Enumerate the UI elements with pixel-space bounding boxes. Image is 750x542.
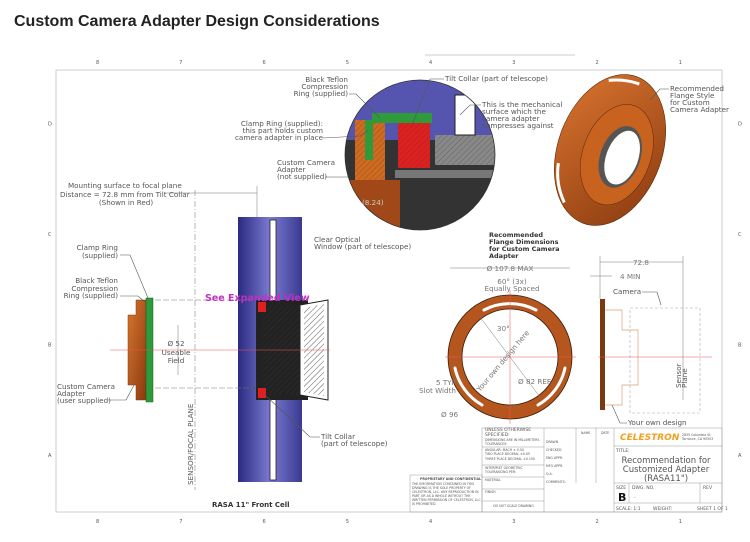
- appr-0: DRAWN: [546, 440, 559, 444]
- zone-column-3: 3: [512, 519, 515, 525]
- slot-spacing: 60° (3x)Equally Spaced: [484, 277, 539, 293]
- zone-column-1: 1: [679, 60, 682, 66]
- company-logo: CELESTRON: [620, 433, 680, 443]
- tol-4: THREE PLACE DECIMAL ±0.100: [485, 456, 535, 461]
- appr-5: COMMENTS:: [546, 480, 566, 484]
- zone-column-5: 5: [346, 60, 349, 66]
- zone-column-4: 4: [429, 60, 432, 66]
- title-block: [409, 427, 723, 513]
- tol-8: DO NOT SCALE DRAWING: [493, 504, 534, 508]
- angle-dim: 30°: [497, 324, 510, 333]
- own-design-label: Your own design: [627, 418, 687, 427]
- appr-4: Q.A.: [546, 472, 553, 476]
- zone-row-C: C: [738, 232, 742, 238]
- flange-3d-render: [554, 74, 666, 226]
- front-cell-caption: RASA 11" Front Cell: [212, 501, 290, 509]
- zone-column-1: 1: [679, 519, 682, 525]
- proprietary-title: PROPRIETARY AND CONFIDENTIAL: [420, 477, 481, 481]
- tol-2: ANGULAR: MACH ± 0.50: [485, 448, 524, 452]
- tol-7: FINISH: [485, 490, 496, 494]
- length-dim: 72.8: [633, 258, 649, 267]
- sensor-plane-side: SensorPlane: [674, 363, 689, 388]
- appr-3: MFG APPR.: [546, 464, 563, 468]
- appr-2: ENG APPR.: [546, 456, 563, 460]
- zone-column-8: 8: [96, 519, 99, 525]
- detail-dimension: (8.24): [362, 198, 384, 207]
- camera-label: Camera: [613, 287, 641, 296]
- zone-row-B: B: [48, 342, 52, 348]
- expanded-detail-view: [345, 80, 495, 230]
- drawing-frame: [55, 69, 723, 513]
- zone-column-2: 2: [596, 60, 599, 66]
- zone-row-B: B: [738, 342, 742, 348]
- flange-front-view: [445, 267, 576, 424]
- flange-side-view: [590, 256, 712, 414]
- size-value: B: [618, 491, 626, 504]
- clamp-ring-label: Clamp Ring(supplied): [77, 243, 119, 260]
- tilt-collar-label: Tilt Collar(part of telescope): [320, 432, 388, 448]
- zone-row-D: D: [48, 121, 52, 127]
- zone-column-6: 6: [263, 60, 266, 66]
- zone-column-2: 2: [596, 519, 599, 525]
- size-label: SIZE: [616, 485, 626, 491]
- zone-column-4: 4: [429, 519, 432, 525]
- col-name: NAME: [581, 431, 590, 435]
- detail-clamp-label: Clamp Ring (supplied):this part holds cu…: [235, 119, 324, 142]
- zone-column-7: 7: [179, 519, 182, 525]
- appr-1: CHECKED: [546, 448, 562, 452]
- see-expanded-view-link[interactable]: See Expanded View: [205, 293, 310, 304]
- tilt-collar-red: [258, 302, 266, 312]
- zone-row-C: C: [48, 232, 52, 238]
- title-label: TITLE:: [615, 448, 630, 454]
- dwg-label: DWG. NO.: [632, 485, 654, 491]
- address-0: 2835 Columbia St.: [682, 433, 711, 437]
- zone-column-5: 5: [346, 519, 349, 525]
- max-diameter: Ø 107.8 MAX: [487, 264, 534, 273]
- sensor-plane-label: SENSOR/FOCAL PLANE: [186, 403, 195, 485]
- bolt-diameter: Ø 96: [441, 410, 459, 419]
- dwg-value: -: [634, 496, 636, 501]
- zone-row-D: D: [738, 121, 742, 127]
- tol-1: DIMENSIONS ARE IN MILLIMETERS TOLERANCES…: [485, 438, 540, 446]
- zone-column-6: 6: [263, 519, 266, 525]
- front-cell-view: [110, 186, 330, 490]
- page-title: Custom Camera Adapter Design Considerati…: [14, 13, 380, 30]
- tol-6: MATERIAL: [485, 478, 501, 482]
- ref-diameter: Ø 82 REF.: [518, 377, 552, 386]
- weight: WEIGHT:: [653, 506, 672, 512]
- tol-0: UNLESS OTHERWISE SPECIFIED:: [485, 428, 532, 438]
- zone-row-A: A: [738, 453, 742, 459]
- mounting-note: Mounting surface to focal plane Distance…: [60, 181, 192, 207]
- col-date: DATE: [601, 431, 609, 435]
- sheet: SHEET 1 OF 1: [697, 506, 728, 512]
- zone-column-7: 7: [179, 60, 182, 66]
- tol-5: INTERPRET GEOMETRIC TOLERANCING PER:: [485, 466, 523, 474]
- zone-column-8: 8: [96, 60, 99, 66]
- zone-row-A: A: [48, 453, 52, 459]
- min-thickness-dim: 4 MIN: [620, 272, 641, 281]
- scale: SCALE: 1:1: [616, 506, 641, 512]
- zone-column-3: 3: [512, 60, 515, 66]
- detail-tilt-collar-label: Tilt Collar (part of telescope): [444, 74, 548, 83]
- rev-label: REV: [703, 485, 713, 491]
- tol-3: TWO PLACE DECIMAL ±0.05: [485, 452, 530, 456]
- address-1: Torrance, CA 90503: [681, 437, 713, 441]
